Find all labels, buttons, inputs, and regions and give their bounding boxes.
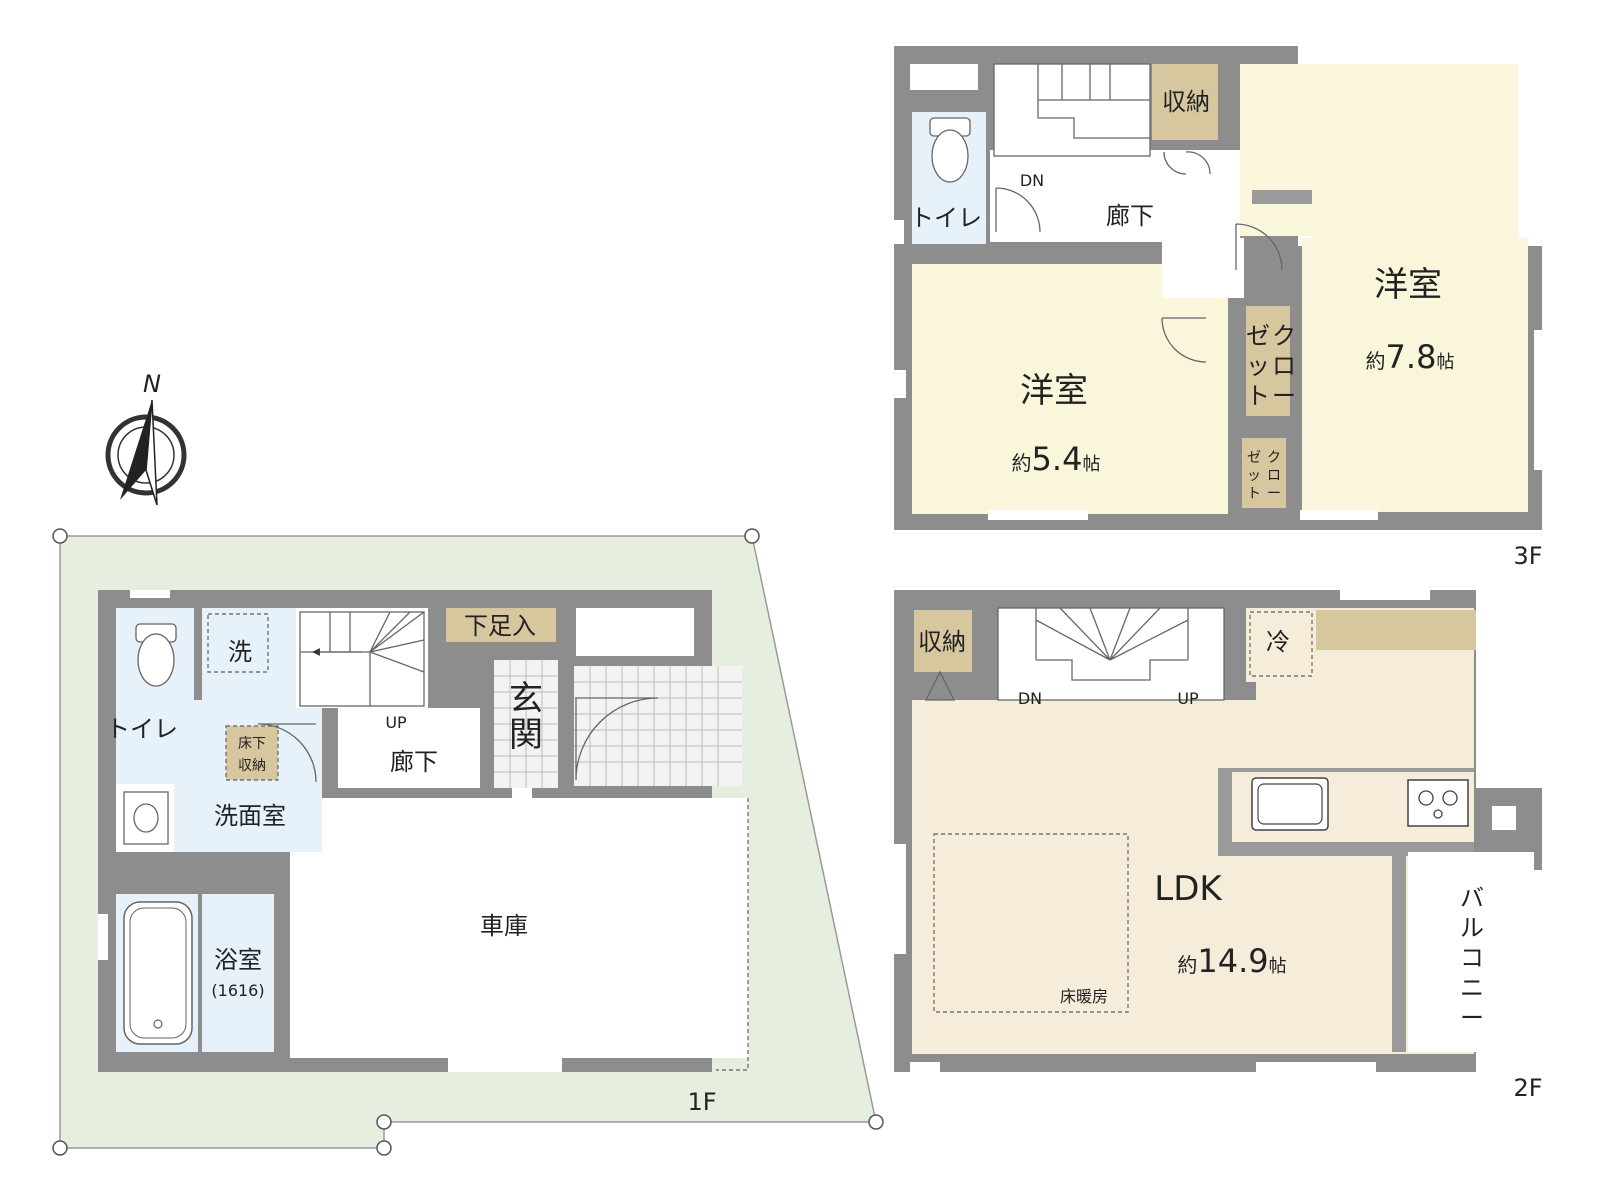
closet-large bbox=[1246, 306, 1290, 416]
stairs-up-label-1f: UP bbox=[385, 713, 407, 732]
hallway-label-1f: 廊下 bbox=[390, 748, 438, 776]
storage-label-2f: 収納 bbox=[918, 628, 966, 656]
bath-size-label: (1616) bbox=[211, 981, 264, 1000]
floor-label-1f: 1F bbox=[687, 1088, 716, 1116]
svg-text:ロ: ロ bbox=[1267, 468, 1281, 484]
floor-heating-area bbox=[933, 833, 1129, 1013]
stairs-2f bbox=[997, 607, 1225, 701]
fridge-space bbox=[1249, 611, 1313, 677]
svg-text:ニ: ニ bbox=[1460, 974, 1484, 1002]
closet-small-label: ゼ ッ ト ク ロ ー bbox=[1247, 450, 1281, 502]
storage-3f bbox=[1152, 64, 1218, 140]
ldk-size: 約14.9帖 bbox=[1177, 942, 1286, 980]
floor-heating-label: 床暖房 bbox=[1060, 987, 1108, 1006]
north-compass-icon: N bbox=[105, 370, 187, 506]
washroom-label: 洗面室 bbox=[214, 802, 286, 830]
stairs-3f bbox=[993, 63, 1151, 157]
hallway-label-3f: 廊下 bbox=[1106, 202, 1154, 230]
toilet-fixture-icon bbox=[135, 623, 177, 687]
storage-label-3f: 収納 bbox=[1162, 88, 1210, 116]
storage-2f bbox=[914, 610, 972, 672]
svg-text:バ: バ bbox=[1460, 884, 1484, 912]
floor-label-3f: 3F bbox=[1513, 542, 1542, 570]
underfloor-storage-label-1: 床下 bbox=[238, 736, 266, 752]
room-b-size: 約5.4帖 bbox=[1012, 440, 1101, 478]
stove-icon bbox=[1407, 779, 1469, 827]
balcony bbox=[1408, 852, 1534, 1052]
toilet-label-3f: トイレ bbox=[910, 204, 982, 232]
fridge-label: 冷 bbox=[1266, 628, 1290, 656]
svg-text:ト: ト bbox=[1246, 382, 1270, 410]
bathtub-icon bbox=[123, 901, 193, 1045]
stairs-1f bbox=[299, 611, 425, 707]
floor-label-2f: 2F bbox=[1513, 1074, 1542, 1102]
closet-large-label: ゼ ッ ト ク ロ ー bbox=[1246, 322, 1296, 410]
sink-icon bbox=[123, 791, 169, 845]
floor-1f: トイレ 洗 床下 収納 洗面室 浴室 (1616) UP 廊下 下足入 玄 関 … bbox=[52, 528, 884, 1156]
svg-text:ロ: ロ bbox=[1272, 352, 1296, 380]
svg-text:ト: ト bbox=[1247, 486, 1261, 502]
room-a-label: 洋室 bbox=[1374, 265, 1442, 305]
svg-text:ク: ク bbox=[1272, 322, 1296, 350]
svg-text:ゼ: ゼ bbox=[1247, 450, 1261, 466]
floor-2f: 収納 冷 DN UP LDK 約14.9帖 床暖房 バ ル コ ニ ー 2F bbox=[894, 590, 1543, 1102]
ldk-label: LDK bbox=[1154, 869, 1223, 909]
svg-text:ッ: ッ bbox=[1246, 352, 1270, 380]
toilet-label: トイレ bbox=[106, 715, 178, 743]
balcony-label: バ ル コ ニ ー bbox=[1460, 884, 1484, 1032]
svg-text:ー: ー bbox=[1267, 486, 1281, 502]
toilet-fixture-icon-3f bbox=[929, 117, 971, 183]
svg-text:ー: ー bbox=[1460, 1004, 1484, 1032]
shoe-storage-label: 下足入 bbox=[464, 612, 536, 640]
stairs-dn-label-3f: DN bbox=[1020, 171, 1044, 190]
washer-label: 洗 bbox=[228, 638, 252, 666]
lot-corner-markers bbox=[52, 528, 884, 1156]
svg-text:ル: ル bbox=[1460, 914, 1484, 942]
svg-text:ク: ク bbox=[1267, 450, 1281, 466]
entrance-label-1: 玄 bbox=[509, 679, 543, 719]
room-b-label: 洋室 bbox=[1020, 371, 1088, 411]
closet-small bbox=[1242, 438, 1286, 508]
svg-text:ー: ー bbox=[1272, 382, 1296, 410]
garage-label: 車庫 bbox=[480, 912, 528, 940]
underfloor-storage bbox=[226, 726, 278, 780]
svg-text:ッ: ッ bbox=[1247, 468, 1261, 484]
svg-text:ゼ: ゼ bbox=[1246, 322, 1270, 350]
room-a-size: 約7.8帖 bbox=[1366, 338, 1455, 376]
svg-text:コ: コ bbox=[1460, 944, 1484, 972]
underfloor-storage-label-2: 収納 bbox=[238, 758, 266, 774]
kitchen-sink-icon bbox=[1251, 777, 1329, 831]
washer-space bbox=[207, 613, 269, 673]
bathroom-label: 浴室 bbox=[214, 946, 262, 974]
floor-3f: 収納 トイレ DN 廊下 洋室 約7.8帖 洋室 約5.4帖 ゼ ッ ト ク ロ… bbox=[894, 46, 1544, 570]
stairs-up-label-2f: UP bbox=[1177, 689, 1199, 708]
entrance-label-2: 関 bbox=[509, 715, 543, 755]
compass-letter: N bbox=[143, 370, 161, 398]
stairs-dn-label-2f: DN bbox=[1018, 689, 1042, 708]
